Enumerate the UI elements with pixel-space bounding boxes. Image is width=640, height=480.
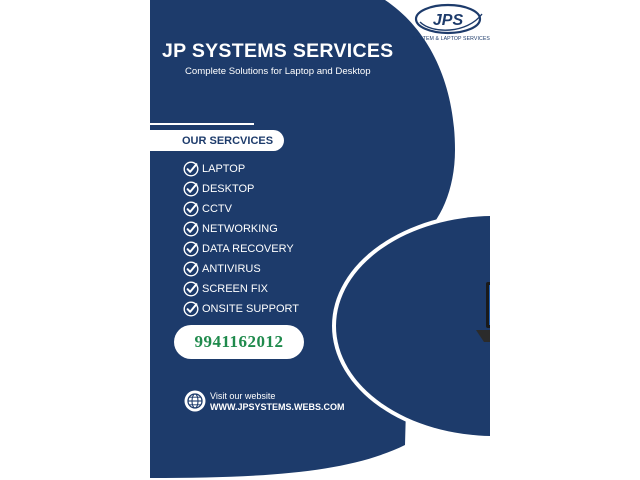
check-circle-icon xyxy=(183,201,199,217)
heading-accent-line xyxy=(150,123,254,125)
page-title: JP SYSTEMS SERVICES xyxy=(162,40,394,62)
check-circle-icon xyxy=(183,181,199,197)
service-label: DESKTOP xyxy=(202,183,255,195)
service-label: LAPTOP xyxy=(202,163,246,175)
services-heading: OUR SERCVICES xyxy=(182,135,274,147)
logo-tagline: SYSTEM & LAPTOP SERVICES xyxy=(412,36,490,42)
poster: JPS SYSTEM & LAPTOP SERVICES JP SYSTEMS … xyxy=(150,0,490,480)
list-item: CCTV xyxy=(183,199,299,219)
service-label: DATA RECOVERY xyxy=(202,243,294,255)
check-circle-icon xyxy=(183,161,199,177)
list-item: DESKTOP xyxy=(183,179,299,199)
list-item: SCREEN FIX xyxy=(183,279,299,299)
service-label: ANTIVIRUS xyxy=(202,263,261,275)
logo-mark-text: JPS xyxy=(433,12,464,29)
services-heading-pill: OUR SERCVICES xyxy=(150,123,284,151)
service-list: LAPTOP DESKTOP CCTV NETWORKING DATA RECO… xyxy=(183,159,299,319)
service-label: NETWORKING xyxy=(202,223,278,235)
jps-logo-mark: JPS xyxy=(414,3,483,35)
device-illustration-circle xyxy=(332,212,490,440)
phone-number[interactable]: 9941162012 xyxy=(194,332,284,351)
visit-website-label: Visit our website xyxy=(210,391,276,401)
list-item: ANTIVIRUS xyxy=(183,259,299,279)
check-circle-icon xyxy=(183,281,199,297)
list-item: LAPTOP xyxy=(183,159,299,179)
check-circle-icon xyxy=(183,261,199,277)
check-circle-icon xyxy=(183,221,199,237)
service-label: CCTV xyxy=(202,203,232,215)
check-circle-icon xyxy=(183,301,199,317)
brand-logo: JPS SYSTEM & LAPTOP SERVICES xyxy=(412,2,490,48)
service-label: SCREEN FIX xyxy=(202,283,269,295)
phone-pill[interactable]: 9941162012 xyxy=(174,325,304,359)
check-circle-icon xyxy=(183,241,199,257)
page-subtitle: Complete Solutions for Laptop and Deskto… xyxy=(185,66,371,77)
website-link[interactable]: WWW.JPSYSTEMS.WEBS.COM xyxy=(210,402,345,412)
list-item: DATA RECOVERY xyxy=(183,239,299,259)
service-label: ONSITE SUPPORT xyxy=(202,303,299,315)
list-item: NETWORKING xyxy=(183,219,299,239)
list-item: ONSITE SUPPORT xyxy=(183,299,299,319)
laptop-icon xyxy=(476,282,490,342)
globe-icon xyxy=(184,390,206,412)
